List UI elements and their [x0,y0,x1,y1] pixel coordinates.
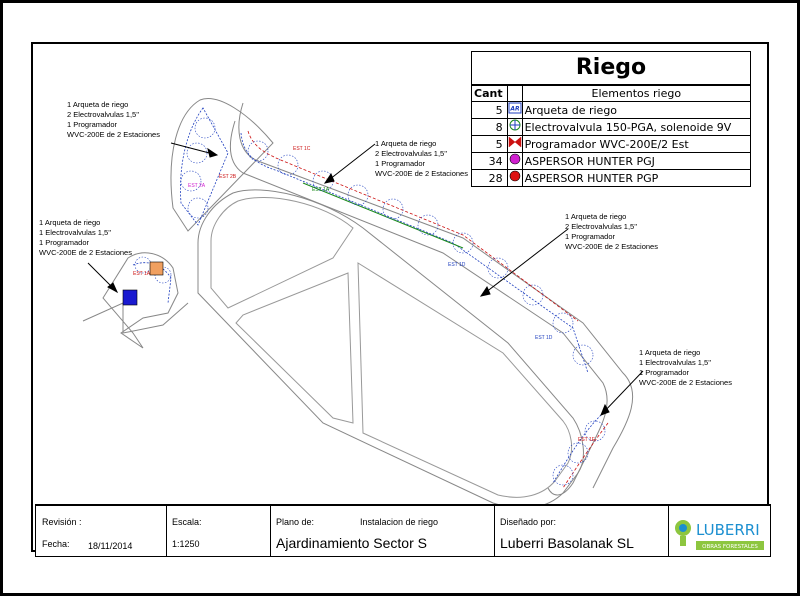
legend-title: Riego [472,52,750,85]
irrigation-line-c [247,130,579,322]
legend-label: ASPERSOR HUNTER PGP [521,169,750,186]
valve-tag: EST 1A [133,271,151,277]
note-line: 2 Electrovalvulas 1,5'' [565,222,638,231]
note-line: 2 Electrovalvulas 1,5'' [375,149,448,158]
note-line: 1 Programador [67,120,118,129]
legend-table: Cant Elementos riego 5 AR Arqueta de rie… [472,85,750,186]
legend-label: ASPERSOR HUNTER PGJ [521,152,750,170]
irrigation-line-a [180,107,229,226]
escala-cell: Escala: 1:1250 [166,506,271,556]
note-line: WVC-200E de 2 Estaciones [639,378,732,387]
programador-icon [506,135,523,153]
annotation-note-top-left: 1 Arqueta de riego 2 Electrovalvulas 1,5… [67,100,160,140]
legend-qty: 5 [472,135,508,153]
arqueta-icon: AR [506,101,523,119]
legend-row: 5 AR Arqueta de riego [472,101,750,119]
legend-label: Programador WVC-200E/2 Est [521,135,750,153]
legend-qty: 34 [472,152,508,170]
road-outline-inner [238,102,633,489]
plano-subject: Instalacion de riego [360,517,439,527]
building-block-inner-b [235,272,354,424]
note-line: WVC-200E de 2 Estaciones [67,130,160,139]
note-line: 1 Arqueta de riego [39,218,101,227]
legend-qty: 5 [472,101,508,119]
valve-tag: EST 1A [312,187,330,193]
note-line: 1 Electrovalvulas 1,5'' [39,228,112,237]
note-line: 1 Arqueta de riego [67,100,129,109]
svg-text:AR: AR [509,106,520,113]
valve-tag: EST 1E [578,437,596,443]
legend-label: Arqueta de riego [521,101,750,119]
fecha-label: Fecha: [42,539,70,549]
valve-tag: EST 1D [535,335,553,341]
building-block-outer [197,189,584,509]
note-line: 1 Programador [39,238,90,247]
note-line: WVC-200E de 2 Estaciones [39,248,132,257]
aspersor-pgp-icon [506,169,523,186]
valve-tag: EST 1D [448,262,466,268]
escala-value: 1:1250 [172,539,200,549]
note-line: WVC-200E de 2 Estaciones [375,169,468,178]
luberri-logo: LUBERRI OBRAS FORESTALES [670,508,768,554]
west-access-road [82,302,189,334]
note-line: 2 Electrovalvulas 1,5'' [67,110,140,119]
valve-tag: EST 1C [293,146,311,152]
note-line: 1 Programador [375,159,426,168]
plano-title: Ajardinamiento Sector S [276,535,427,551]
legend-row: 28 ASPERSOR HUNTER PGP [472,169,750,186]
svg-text:OBRAS FORESTALES: OBRAS FORESTALES [702,544,758,550]
legend-row: 5 Programador WVC-200E/2 Est [472,135,750,153]
legend-qty: 28 [472,169,508,186]
annotation-note-center: 1 Arqueta de riego 2 Electrovalvulas 1,5… [375,139,468,179]
title-block: Revisión : Fecha: 18/11/2014 Escala: 1:1… [35,504,771,557]
arqueta-box-blue [122,289,138,306]
revision-label: Revisión : [42,517,82,527]
valve-tag: EST 2B [219,174,237,180]
note-line: 1 Programador [565,232,616,241]
disenado-label: Diseñado por: [500,517,557,527]
irrigation-line-e [552,414,602,484]
legend-header-row: Cant Elementos riego [472,85,750,102]
legend-label: Electrovalvula 150-PGA, solenoide 9V [521,118,750,136]
irrigation-line-b [240,132,589,374]
plan-sheet: EST 1C EST 2B EST 2A EST 1A EST 1D EST 1… [3,3,797,593]
annotation-note-bottom-right: 1 Arqueta de riego 1 Electrovalvulas 1,5… [639,348,732,388]
disenado-cell: Diseñado por: Luberri Basolanak SL [494,506,669,556]
legend-row: 8 Electrovalvula 150-PGA, solenoide 9V [472,118,750,136]
legend-header-symbol [506,85,523,102]
aspersor-pgj-icon [506,152,523,170]
legend-header-qty: Cant [472,85,508,102]
legend-header-description: Elementos riego [521,85,750,102]
fecha-value: 18/11/2014 [88,541,133,551]
plano-label: Plano de: [276,517,315,527]
disenado-value: Luberri Basolanak SL [500,535,634,551]
electrovalvula-icon [506,118,523,136]
building-block-inner-a [210,196,354,309]
paved-area-outline [170,98,274,232]
note-line: WVC-200E de 2 Estaciones [565,242,658,251]
note-line: 1 Programador [639,368,690,377]
annotation-note-left: 1 Arqueta de riego 1 Electrovalvulas 1,5… [39,218,132,258]
west-access-outline [102,252,179,349]
annotation-note-right: 1 Arqueta de riego 2 Electrovalvulas 1,5… [565,212,658,252]
legend-qty: 8 [472,118,508,136]
legend-box: Riego Cant Elementos riego 5 AR Arqueta … [471,51,751,187]
luberri-logo-mark: LUBERRI OBRAS FORESTALES [675,520,764,550]
valve-tag: EST 2A [188,183,206,189]
note-line: 1 Arqueta de riego [565,212,627,221]
svg-text:LUBERRI: LUBERRI [696,521,760,539]
irrigation-line-f [562,422,609,489]
irrigation-line-d [302,182,464,249]
legend-row: 34 ASPERSOR HUNTER PGJ [472,152,750,170]
note-line: 1 Electrovalvulas 1,5'' [639,358,712,367]
note-line: 1 Arqueta de riego [375,139,437,148]
plano-cell: Plano de: Instalacion de riego Ajardinam… [270,506,495,556]
revision-cell: Revisión : Fecha: 18/11/2014 [36,506,167,556]
escala-label: Escala: [172,517,202,527]
leader-lines [87,142,644,416]
programador-box-orange [149,261,164,276]
note-line: 1 Arqueta de riego [639,348,701,357]
